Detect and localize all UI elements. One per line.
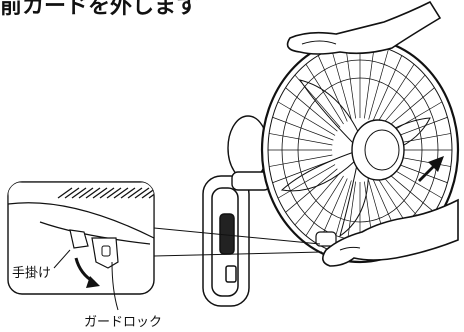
guard-lock-label: ガードロック xyxy=(84,311,162,330)
handhold-label: 手掛け xyxy=(12,262,51,281)
hand-icon xyxy=(288,2,440,54)
wall-bracket xyxy=(203,176,249,306)
instruction-heading: 前カードを外します xyxy=(0,0,198,20)
